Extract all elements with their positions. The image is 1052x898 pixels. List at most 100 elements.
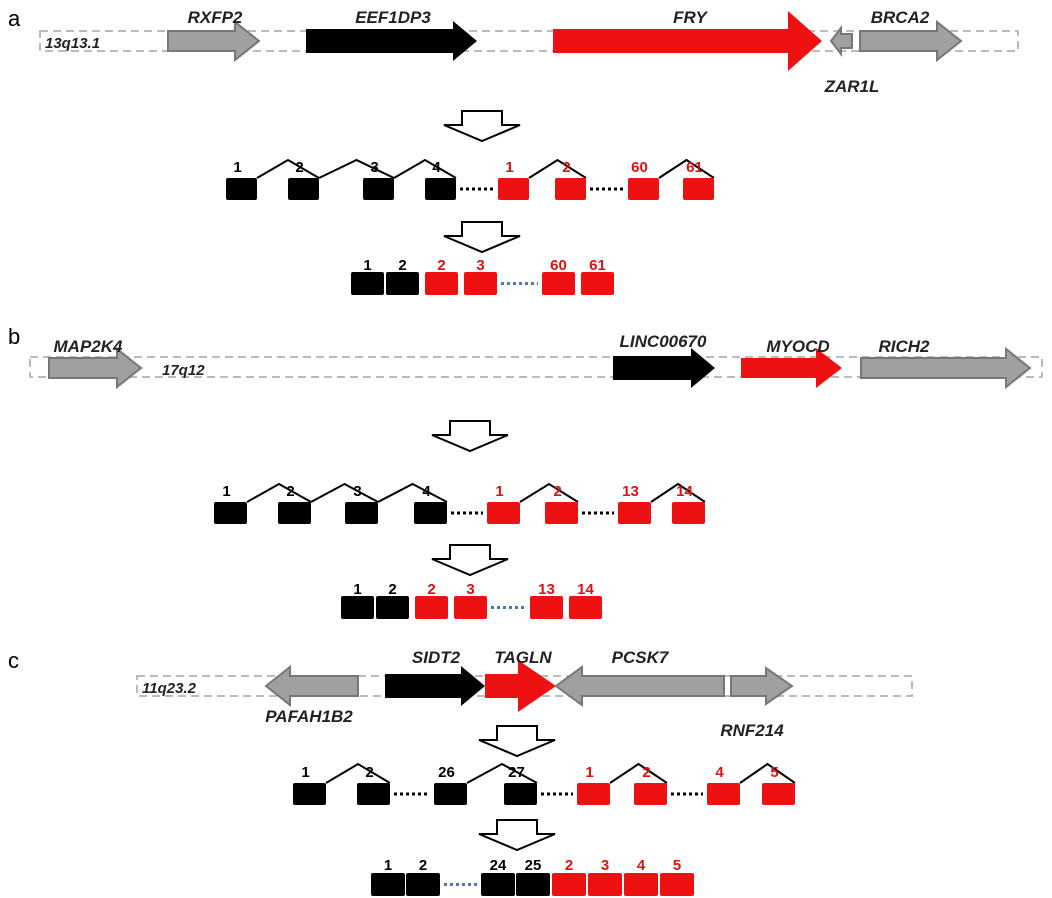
exon-number-label: 61 bbox=[589, 257, 606, 274]
exon-box-icon bbox=[226, 178, 257, 200]
down-hollow-arrow-icon bbox=[443, 221, 521, 254]
exon-number-label: 2 bbox=[295, 159, 303, 176]
exon-number-label: 2 bbox=[365, 764, 373, 781]
down-hollow-arrow-icon bbox=[478, 725, 556, 758]
gene-name-label: BRCA2 bbox=[871, 8, 930, 27]
exon-number-label: 60 bbox=[550, 257, 567, 274]
exon-number-label: 26 bbox=[438, 764, 455, 781]
chromosome-region-box bbox=[29, 356, 1043, 378]
exon-number-label: 1 bbox=[222, 483, 230, 500]
exon-number-label: 25 bbox=[525, 857, 542, 874]
exon-number-label: 2 bbox=[398, 257, 406, 274]
exon-box-icon bbox=[504, 783, 537, 805]
exon-number-label: 1 bbox=[233, 159, 241, 176]
chromosome-region-box bbox=[39, 30, 1019, 52]
exon-number-label: 2 bbox=[562, 159, 570, 176]
splice-junction-line bbox=[325, 762, 391, 784]
down-hollow-arrow-icon bbox=[431, 544, 509, 577]
exon-box-icon bbox=[425, 272, 458, 295]
gene-name-label: MYOCD bbox=[766, 337, 829, 356]
exon-box-icon bbox=[530, 596, 563, 619]
exon-box-icon bbox=[415, 596, 448, 619]
chromosome-band-label: 11q23.2 bbox=[142, 680, 197, 697]
exon-number-label: 2 bbox=[388, 581, 396, 598]
exon-box-icon bbox=[618, 502, 651, 524]
splice-junction-line bbox=[256, 158, 320, 179]
exon-box-icon bbox=[345, 502, 378, 524]
gene-name-label: TAGLN bbox=[494, 648, 552, 667]
gene-name-label: LINC00670 bbox=[620, 332, 707, 351]
exon-box-icon bbox=[588, 873, 622, 896]
exon-box-icon bbox=[487, 502, 520, 524]
exon-number-label: 3 bbox=[476, 257, 484, 274]
gene-arrow-icon bbox=[859, 19, 963, 63]
exon-number-label: 4 bbox=[637, 857, 646, 874]
exon-box-icon bbox=[341, 596, 374, 619]
exon-box-icon bbox=[464, 272, 497, 295]
gene-arrow-icon bbox=[167, 19, 261, 63]
exon-box-icon bbox=[634, 783, 667, 805]
gene-name-label: FRY bbox=[673, 8, 708, 27]
panel-letter: a bbox=[8, 6, 21, 31]
gene-name-label: EEF1DP3 bbox=[355, 8, 431, 27]
exon-number-label: 3 bbox=[466, 581, 474, 598]
exon-number-label: 14 bbox=[577, 581, 594, 598]
exon-box-icon bbox=[406, 873, 440, 896]
splice-junction-line bbox=[310, 482, 379, 503]
exon-box-icon bbox=[363, 178, 394, 200]
exon-number-label: 27 bbox=[508, 764, 525, 781]
exon-box-icon bbox=[569, 596, 602, 619]
exon-box-icon bbox=[293, 783, 326, 805]
exon-number-label: 13 bbox=[622, 483, 639, 500]
gene-arrow-icon bbox=[264, 664, 359, 708]
gene-arrow-icon bbox=[860, 346, 1032, 390]
exon-box-icon bbox=[707, 783, 740, 805]
splice-junction-line bbox=[246, 482, 312, 503]
gene-arrow-icon bbox=[48, 346, 143, 390]
gene-name-label: ZAR1L bbox=[824, 77, 880, 96]
exon-box-icon bbox=[672, 502, 705, 524]
exon-number-label: 1 bbox=[353, 581, 361, 598]
gene-arrow-icon bbox=[553, 11, 822, 71]
exon-number-label: 1 bbox=[585, 764, 593, 781]
gene-name-label: SIDT2 bbox=[412, 648, 461, 667]
splice-junction-line bbox=[528, 158, 587, 179]
gene-arrow-icon bbox=[741, 348, 842, 388]
exon-number-label: 2 bbox=[286, 483, 294, 500]
exon-number-label: 1 bbox=[301, 764, 309, 781]
exon-box-icon bbox=[683, 178, 714, 200]
exon-number-label: 2 bbox=[437, 257, 445, 274]
exon-number-label: 60 bbox=[631, 159, 648, 176]
exon-number-label: 3 bbox=[601, 857, 609, 874]
splice-junction-line bbox=[658, 158, 715, 179]
exon-box-icon bbox=[434, 783, 467, 805]
exon-box-icon bbox=[481, 873, 515, 896]
panel-letter: c bbox=[8, 648, 19, 673]
exon-box-icon bbox=[425, 178, 456, 200]
down-hollow-arrow-icon bbox=[443, 110, 521, 143]
exon-box-icon bbox=[542, 272, 575, 295]
splice-junction-line bbox=[318, 158, 395, 179]
exon-number-label: 14 bbox=[676, 483, 693, 500]
exon-number-label: 3 bbox=[370, 159, 378, 176]
splice-junction-line bbox=[739, 762, 796, 784]
exon-box-icon bbox=[371, 873, 405, 896]
chromosome-region-box bbox=[136, 675, 913, 697]
exon-number-label: 5 bbox=[673, 857, 681, 874]
splice-junction-line bbox=[519, 482, 579, 503]
gene-arrow-icon bbox=[485, 660, 556, 712]
splice-junction-line bbox=[377, 482, 448, 503]
exon-box-icon bbox=[357, 783, 390, 805]
splice-junction-line bbox=[650, 482, 706, 503]
exon-number-label: 2 bbox=[419, 857, 427, 874]
gene-arrow-icon bbox=[385, 666, 485, 706]
exon-box-icon bbox=[552, 873, 586, 896]
exon-box-icon bbox=[278, 502, 311, 524]
chromosome-band-label: 13q13.1 bbox=[45, 35, 100, 52]
gene-name-label: PCSK7 bbox=[612, 648, 670, 667]
exon-box-icon bbox=[351, 272, 384, 295]
exon-box-icon bbox=[214, 502, 247, 524]
